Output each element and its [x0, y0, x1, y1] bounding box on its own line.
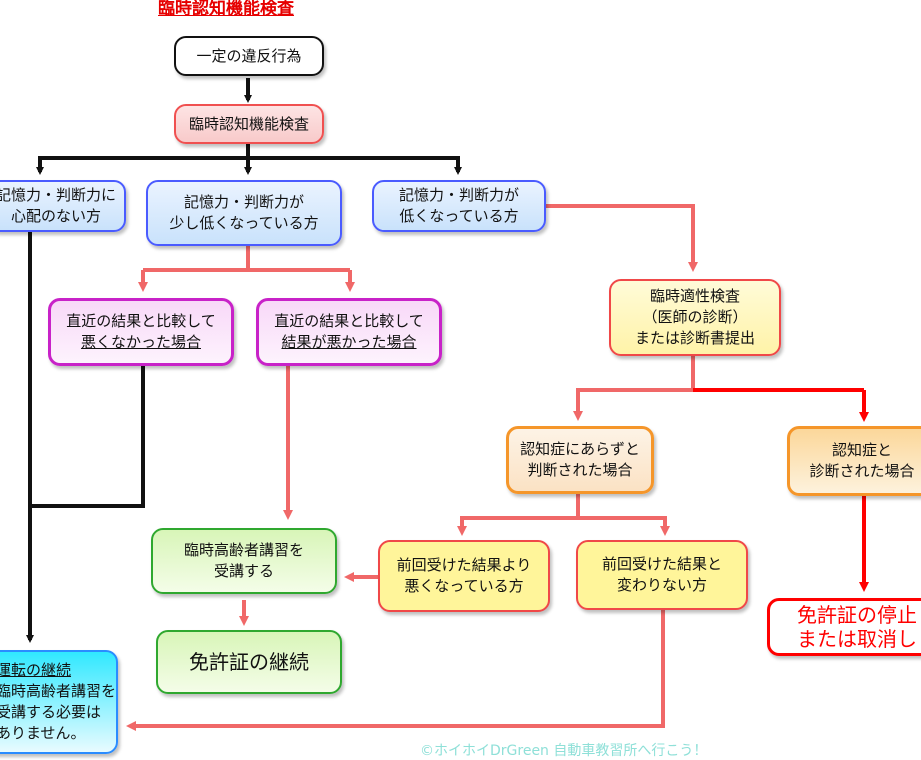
node-low-line2: 低くなっている方 — [399, 207, 519, 225]
line-not-dementia-split — [462, 494, 665, 520]
node-not-dementia-line1: 認知症にあらずと — [520, 440, 640, 458]
node-low-line1: 記憶力・判断力が — [398, 186, 519, 204]
node-not-dementia: 認知症にあらずと 判断された場合 — [506, 426, 654, 494]
arrow-low-to-aptitude — [546, 204, 698, 272]
node-worse-than-prev-line2: 悪くなっている方 — [404, 577, 524, 595]
line-slightly-low-split — [143, 246, 350, 272]
node-same-as-prev: 前回受けた結果と 変わりない方 — [576, 540, 748, 610]
node-worse-line1: 直近の結果と比較して — [274, 312, 424, 330]
node-low: 記憶力・判断力が 低くなっている方 — [372, 180, 546, 232]
node-license-continue: 免許証の継続 — [156, 630, 342, 694]
node-driving-continue-heading: 運転の継続 — [0, 661, 72, 679]
node-worse-than-prev: 前回受けた結果より 悪くなっている方 — [378, 540, 550, 612]
node-slightly-low-line2: 少し低くなっている方 — [169, 214, 319, 232]
node-same-as-prev-line1: 前回受けた結果と — [601, 555, 722, 573]
line-aptitude-down — [578, 356, 695, 392]
node-suspend-line1: 免許証の停止 — [797, 603, 917, 627]
node-dementia-line2: 診断された場合 — [809, 462, 915, 480]
node-aptitude: 臨時適性検査 （医師の診断） または診断書提出 — [609, 279, 781, 356]
watermark: ©ホイホイDrGreen 自動車教習所へ行こう！ — [420, 743, 708, 759]
node-not-worse-line1: 直近の結果と比較して — [66, 312, 216, 330]
page-title: 臨時認知機能検査 — [158, 0, 294, 19]
node-dementia-line1: 認知症と — [831, 441, 892, 459]
node-slightly-low: 記憶力・判断力が 少し低くなっている方 — [146, 180, 342, 246]
node-aptitude-line2: （医師の診断） — [642, 308, 748, 326]
node-no-concern: 記憶力・判断力に 心配のない方 — [0, 180, 126, 232]
node-slightly-low-line1: 記憶力・判断力が — [183, 193, 304, 211]
node-worse-than-prev-line1: 前回受けた結果より — [396, 556, 532, 574]
arrow-same-to-driving-continue — [126, 610, 665, 731]
node-lecture-line1: 臨時高齢者講習を — [183, 541, 304, 559]
node-violation: 一定の違反行為 — [174, 36, 324, 76]
node-aptitude-line3: または診断書提出 — [634, 329, 755, 347]
node-not-dementia-line2: 判断された場合 — [527, 461, 633, 479]
node-suspend: 免許証の停止 または取消し — [767, 598, 921, 656]
line-exam-split — [40, 144, 458, 160]
node-exam: 臨時認知機能検査 — [174, 104, 324, 144]
node-not-worse: 直近の結果と比較して 悪くなかった場合 — [48, 298, 234, 366]
node-lecture: 臨時高齢者講習を 受講する — [151, 528, 337, 594]
node-driving-continue-line3: ありません。 — [0, 724, 86, 742]
node-driving-continue-line1: 臨時高齢者講習を — [0, 682, 117, 700]
node-suspend-line2: または取消し — [797, 627, 917, 651]
node-no-concern-line2: 心配のない方 — [10, 207, 101, 225]
node-aptitude-line1: 臨時適性検査 — [649, 287, 740, 305]
node-lecture-line2: 受講する — [213, 562, 274, 580]
node-license-continue-text: 免許証の継続 — [189, 649, 309, 674]
node-no-concern-line1: 記憶力・判断力に — [0, 186, 116, 204]
node-worse-line2: 結果が悪かった場合 — [281, 333, 417, 351]
node-violation-text: 一定の違反行為 — [196, 46, 302, 65]
line-not-worse-down — [30, 366, 145, 508]
node-driving-continue-line2: 受講する必要は — [0, 703, 102, 721]
node-driving-continue: 運転の継続 臨時高齢者講習を 受講する必要は ありません。 — [0, 650, 118, 754]
node-same-as-prev-line2: 変わりない方 — [616, 576, 707, 594]
node-worse: 直近の結果と比較して 結果が悪かった場合 — [256, 298, 442, 366]
node-not-worse-line2: 悪くなかった場合 — [80, 333, 201, 351]
node-exam-text: 臨時認知機能検査 — [188, 114, 309, 133]
node-dementia: 認知症と 診断された場合 — [787, 426, 921, 496]
